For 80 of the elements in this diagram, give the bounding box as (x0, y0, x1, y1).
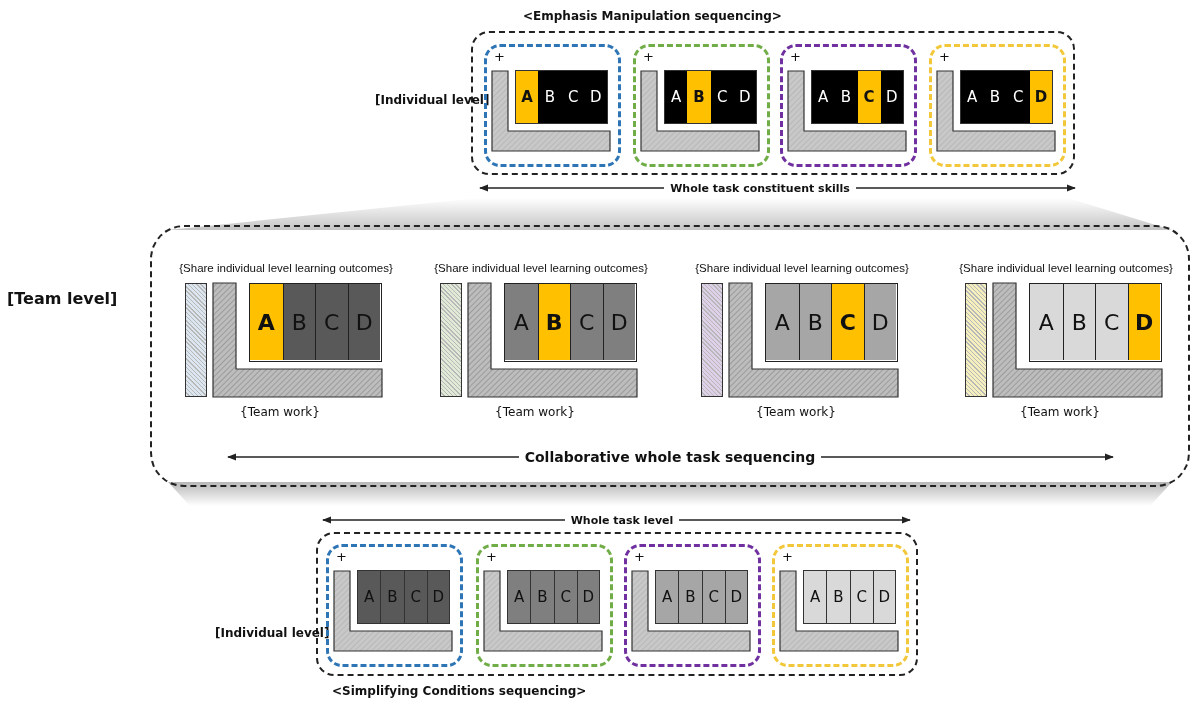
skill-segment: D (347, 284, 380, 360)
skill-segment: C (831, 284, 864, 360)
dashed-frame (476, 544, 613, 667)
team-work-note: {Team work} (755, 405, 837, 419)
skill-segment: B (834, 70, 858, 124)
skill-segment: C (849, 570, 873, 624)
dashed-frame (929, 44, 1066, 167)
skill-segment: A (766, 284, 799, 360)
skill-segment: D (426, 570, 450, 624)
share-note: {Share individual level learning outcomes} (433, 262, 649, 274)
skill-segment: D (1127, 284, 1160, 360)
axis-caption: Whole task constituent skills (664, 181, 856, 195)
side-bar (185, 283, 207, 397)
skill-segment: B (538, 70, 562, 124)
skill-segment: C (857, 70, 881, 124)
skill-segment: D (880, 70, 904, 124)
skill-segment: B (537, 284, 570, 360)
plus-sign: + (634, 549, 645, 564)
skill-segment: A (655, 570, 679, 624)
skill-segment: B (1062, 284, 1095, 360)
skill-segment: C (1006, 70, 1030, 124)
skill-segment: C (701, 570, 725, 624)
skill-segment: C (710, 70, 734, 124)
side-bar (701, 283, 723, 397)
share-note: {Share individual level learning outcomes} (694, 262, 910, 274)
dashed-frame (624, 544, 761, 667)
skill-segment: D (724, 570, 748, 624)
skill-segment: B (798, 284, 831, 360)
skill-segment: B (678, 570, 702, 624)
skill-segment: D (872, 570, 896, 624)
skill-segment: A (803, 570, 827, 624)
skill-segment: A (250, 284, 283, 360)
skill-segment: C (1095, 284, 1128, 360)
skill-segment: C (570, 284, 603, 360)
plus-sign: + (494, 49, 505, 64)
share-note: {Share individual level learning outcomes} (958, 262, 1174, 274)
panel-heading: <Emphasis Manipulation sequencing> (523, 9, 782, 23)
panel-heading: <Simplifying Conditions sequencing> (332, 684, 587, 698)
plus-sign: + (643, 49, 654, 64)
side-bar (440, 283, 462, 397)
skill-segment: B (282, 284, 315, 360)
skill-segment: D (733, 70, 757, 124)
skill-segment: A (960, 70, 984, 124)
skill-segment: B (530, 570, 554, 624)
dashed-frame (780, 44, 917, 167)
skill-segment: A (507, 570, 531, 624)
level-label: [Team level] (7, 289, 118, 308)
dashed-frame (772, 544, 909, 667)
skill-segment: B (687, 70, 711, 124)
side-bar (965, 283, 987, 397)
axis-caption: Whole task level (564, 513, 680, 527)
skill-segment: D (863, 284, 896, 360)
skill-segment: D (584, 70, 608, 124)
skill-segment: D (576, 570, 600, 624)
skill-segment: A (811, 70, 835, 124)
axis-caption: Collaborative whole task sequencing (518, 449, 822, 465)
plus-sign: + (336, 549, 347, 564)
skill-segment: C (561, 70, 585, 124)
skill-segment: D (1029, 70, 1053, 124)
dashed-frame (633, 44, 770, 167)
skill-segment: B (983, 70, 1007, 124)
skill-segment: B (826, 570, 850, 624)
skill-segment: D (602, 284, 635, 360)
skill-segment: A (664, 70, 688, 124)
skill-segment: A (515, 70, 539, 124)
skill-segment: C (403, 570, 427, 624)
plus-sign: + (939, 49, 950, 64)
team-work-note: {Team work} (1019, 405, 1101, 419)
plus-sign: + (486, 549, 497, 564)
plus-sign: + (790, 49, 801, 64)
skill-segment: A (505, 284, 538, 360)
skill-segment: A (357, 570, 381, 624)
team-work-note: {Team work} (239, 405, 321, 419)
skill-segment: A (1030, 284, 1063, 360)
skill-segment: C (315, 284, 348, 360)
share-note: {Share individual level learning outcomes} (178, 262, 394, 274)
plus-sign: + (782, 549, 793, 564)
skill-segment: B (380, 570, 404, 624)
skill-segment: C (553, 570, 577, 624)
team-work-note: {Team work} (494, 405, 576, 419)
